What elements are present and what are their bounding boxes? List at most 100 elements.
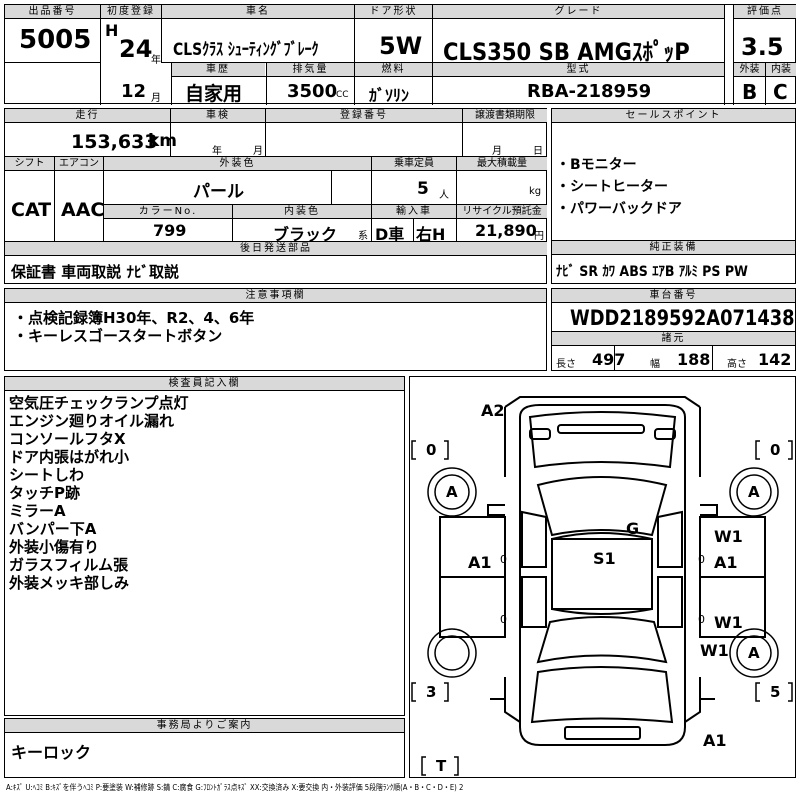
grade: CLS350 SB AMGｽﾎﾟｯP: [443, 38, 690, 66]
steering-side: 右H: [416, 225, 446, 244]
office-panel: 事務局よりご案内 キーロック: [4, 718, 405, 778]
inspector-line: タッチP跡: [9, 484, 80, 502]
mark-rear-bumper: A1: [703, 731, 727, 750]
header-grade: グレード: [433, 5, 724, 18]
tire-rear-left: 3: [426, 683, 437, 701]
car-diagram: [411, 396, 793, 776]
inspector-line: ガラスフィルム張: [9, 556, 129, 574]
height-value: 142: [758, 350, 792, 369]
cc-unit: CC: [336, 90, 349, 100]
height-label: 高さ: [727, 359, 747, 370]
mark-roof: S1: [593, 549, 616, 568]
inspector-header: 検査員記入欄: [5, 377, 404, 390]
exterior-grade: B: [742, 80, 758, 104]
header-displacement: 排気量: [267, 63, 354, 76]
score: 3.5: [741, 33, 784, 61]
recycle-unit: 円: [534, 231, 544, 242]
notes-list: ・点検記録簿H30年、R2、4、6年 ・キーレスゴースタートボタン: [13, 309, 254, 345]
header-door: ドア形状: [355, 5, 432, 18]
inspector-line: コンソールフタX: [9, 430, 126, 448]
inspection-month-unit: 月: [253, 146, 263, 157]
side-mark-right-2: 0: [698, 613, 705, 626]
aircon-type: AAC: [61, 199, 105, 221]
inspector-line: 外装小傷有り: [9, 538, 100, 556]
fuel-type: ｶﾞｿﾘﾝ: [369, 86, 410, 105]
header-transfer: 譲渡書類期限: [463, 109, 547, 122]
mark-left-front-door: A1: [468, 553, 492, 572]
inspector-line: シートしわ: [9, 466, 85, 484]
mark-right-rear-door: W1: [714, 613, 743, 632]
header-int-color: 内装色: [233, 205, 371, 218]
mark-right-rear-fender: W1: [700, 641, 729, 660]
accessories: 保証書 車両取説 ﾅﾋﾞ取説: [11, 263, 179, 281]
transfer-day-unit: 日: [533, 146, 543, 157]
mark-wheel-rear-right: A: [748, 644, 760, 662]
side-mark-left-1: 0: [500, 553, 507, 566]
office-text: キーロック: [11, 743, 92, 762]
header-first-reg: 初度登録: [101, 5, 161, 18]
side-mark-left-2: 0: [500, 613, 507, 626]
inspection-year-unit: 年: [212, 146, 222, 157]
car-name: CLSｸﾗｽ ｼｭｰﾃｨﾝｸﾞﾌﾞﾚｰｸ: [173, 40, 319, 60]
tire-front-left: 0: [426, 441, 437, 459]
width-value: 188: [677, 350, 711, 369]
damage-diagram-panel: A2 G S1 W1 A1 A1 W1 W1 A1 A A A 0 0 3 5 …: [409, 376, 796, 778]
interior-color-suffix: 系: [358, 231, 368, 242]
header-shift: シフト: [5, 157, 54, 170]
equipment-panel: 純正装備 ﾅﾋﾞ SR ｶﾜ ABS ｴｱB ｱﾙﾐ PS PW: [551, 240, 796, 284]
note-line: ・点検記録簿H30年、R2、4、6年: [13, 309, 255, 327]
displacement: 3500: [287, 81, 338, 102]
header-reg-no: 登録番号: [266, 109, 462, 122]
tire-front-right: 0: [770, 441, 781, 459]
mileage: 153,633: [71, 131, 158, 153]
load-unit: kg: [529, 186, 542, 197]
header-accessories: 後日発送部品: [5, 242, 547, 255]
inspector-panel: 検査員記入欄 空気圧チェックランプ点灯 エンジン廻りオイル漏れ コンソールフタX…: [4, 376, 405, 716]
header-score: 評価点: [734, 5, 796, 18]
inspector-list: 空気圧チェックランプ点灯 エンジン廻りオイル漏れ コンソールフタX ドア内張はが…: [9, 394, 189, 592]
inspector-line: 外装メッキ部しみ: [9, 574, 130, 592]
header-model: 型式: [433, 63, 724, 76]
year-unit: 年: [151, 55, 161, 66]
sales-points-list: ・Bモニター ・シートヒーター ・パワーバックドア: [556, 154, 682, 220]
km-unit: km: [148, 131, 178, 151]
capacity: 5: [417, 179, 429, 199]
import-type: D車: [375, 225, 405, 244]
header-capacity: 乗車定員: [372, 157, 456, 170]
vehicle-history: 自家用: [185, 83, 243, 105]
interior-grade: C: [773, 80, 788, 104]
first-reg-month: 12: [121, 81, 147, 102]
spare-tire: T: [436, 757, 447, 775]
mark-wheel-front-left: A: [446, 483, 458, 501]
lot-number: 5005: [19, 25, 92, 55]
sales-point-item: ・シートヒーター: [556, 179, 668, 195]
notes-panel: 注意事項欄 ・点検記録簿H30年、R2、4、6年 ・キーレスゴースタートボタン: [4, 288, 547, 371]
header-car-name: 車名: [162, 5, 354, 18]
legend: A:ｷｽﾞ U:ﾍｺﾐ B:ｷｽﾞを伴うﾍｺﾐ P:要塗装 W:補修跡 S:錆 …: [6, 783, 464, 792]
era-letter: H: [105, 21, 119, 40]
width-label: 幅: [650, 359, 660, 370]
sales-point-item: ・Bモニター: [556, 157, 637, 173]
model-code: RBA-218959: [527, 81, 652, 102]
header-int-grade: 内装: [766, 63, 796, 76]
header-inspection: 車検: [171, 109, 265, 122]
mark-right-front-door: W1: [714, 527, 743, 546]
exterior-color: パール: [193, 182, 244, 202]
header-max-load: 最大積載量: [457, 157, 547, 170]
inspector-line: 空気圧チェックランプ点灯: [9, 394, 189, 412]
inspector-line: エンジン廻りオイル漏れ: [9, 412, 175, 430]
first-reg-year: 24: [119, 35, 153, 63]
shift-type: CAT: [11, 199, 52, 221]
header-fuel: 燃料: [355, 63, 432, 76]
length-value: 497: [592, 350, 626, 369]
inspector-line: ドア内張はがれ小: [9, 448, 130, 466]
sales-points-header: セールスポイント: [552, 109, 795, 122]
office-header: 事務局よりご案内: [5, 719, 404, 732]
mark-right-front-door-2: A1: [714, 553, 738, 572]
notes-header: 注意事項欄: [5, 289, 546, 302]
mark-windshield: G: [626, 519, 640, 538]
chassis-panel: 車台番号 WDD2189592A071438 諸元 長さ 497 幅 188 高…: [551, 288, 796, 371]
door-type: 5W: [379, 32, 423, 60]
header-history: 車歴: [171, 63, 265, 76]
chassis-number: WDD2189592A071438: [570, 306, 795, 330]
